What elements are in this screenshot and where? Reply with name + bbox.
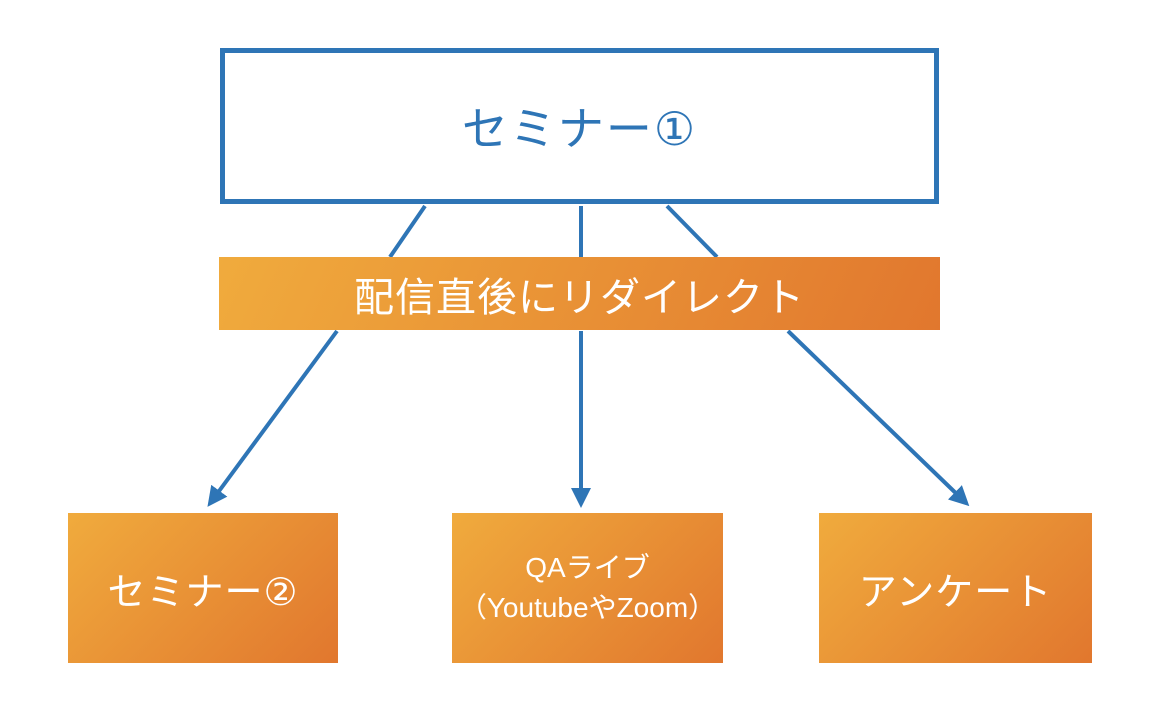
- seminar1-label: セミナー①: [461, 103, 698, 155]
- qa-live-sublabel: （YoutubeやZoom）: [458, 592, 717, 623]
- seminar2-label: セミナー②: [107, 571, 299, 614]
- connector-seminar1-to-banner-left: [388, 204, 427, 259]
- redirect-banner-label: 配信直後にリダイレクト: [354, 275, 805, 320]
- qa-live-label: QAライブ: [525, 552, 650, 584]
- seminar2-box: セミナー②: [68, 513, 338, 663]
- survey-box: アンケート: [819, 513, 1092, 663]
- arrow-banner-to-survey: [786, 329, 970, 507]
- connector-seminar1-to-banner-right: [665, 204, 719, 259]
- redirect-banner: 配信直後にリダイレクト: [219, 257, 940, 330]
- seminar1-box: セミナー①: [220, 48, 939, 204]
- qa-live-box: QAライブ （YoutubeやZoom）: [452, 513, 723, 663]
- arrow-banner-to-seminar2: [207, 329, 339, 507]
- survey-label: アンケート: [858, 571, 1053, 614]
